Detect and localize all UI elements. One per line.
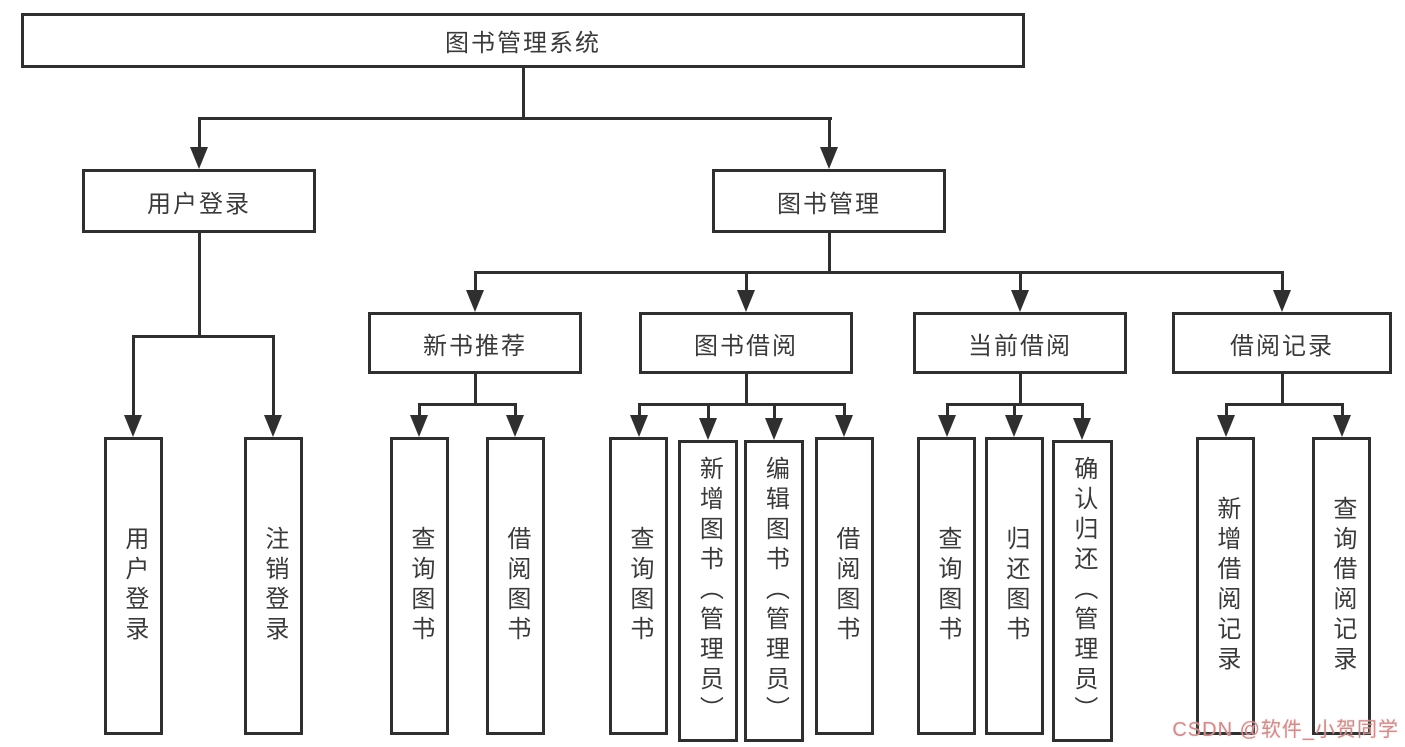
arrowhead-icon <box>506 415 524 437</box>
connector-new-book-split <box>417 403 517 406</box>
leaf-query-books-current: 查询图书 <box>917 437 976 735</box>
csdn-watermark: CSDN @软件_小贺同学 <box>1172 719 1399 741</box>
connector-drop-leaf-logout <box>271 335 275 417</box>
connector-drop-borrow-records <box>1280 271 1284 292</box>
arrowhead-icon <box>1273 290 1291 312</box>
arrowhead-icon <box>124 415 142 437</box>
leaf-edit-book-admin: 编辑图书（管理员） <box>744 440 804 742</box>
connector-drop-current-borrow <box>1018 271 1022 292</box>
connector-root-split <box>197 117 832 120</box>
connector-drop-user-login <box>197 117 201 149</box>
leaf-borrow-books-borrowing: 借阅图书 <box>815 437 874 735</box>
connector-drop <box>772 403 776 418</box>
leaf-query-books-recommend: 查询图书 <box>390 437 449 735</box>
connector-drop <box>945 403 949 417</box>
node-library-management-system: 图书管理系统 <box>21 13 1025 68</box>
connector-borrow-records-stub <box>1280 374 1284 406</box>
connector-drop <box>513 403 517 417</box>
arrowhead-icon <box>737 290 755 312</box>
connector-drop-book-borrow <box>744 271 748 292</box>
leaf-add-borrow-record: 新增借阅记录 <box>1196 437 1255 735</box>
leaf-confirm-return-admin: 确认归还（管理员） <box>1052 440 1113 742</box>
arrowhead-icon <box>410 415 428 437</box>
connector-drop-leaf-user-login <box>131 335 135 417</box>
connector-borrow-records-split <box>1224 403 1344 406</box>
connector-root-stub <box>521 68 525 120</box>
connector-drop <box>1224 403 1228 417</box>
connector-drop-book-management <box>827 117 831 149</box>
connector-drop <box>706 403 710 418</box>
arrowhead-icon <box>466 290 484 312</box>
arrowhead-icon <box>1217 415 1235 437</box>
arrowhead-icon <box>1073 418 1091 440</box>
node-book-management: 图书管理 <box>712 169 946 233</box>
leaf-return-books: 归还图书 <box>985 437 1044 735</box>
connector-book-management-split <box>473 271 1284 274</box>
connector-drop <box>1340 403 1344 417</box>
connector-drop <box>637 403 641 417</box>
connector-drop <box>1080 403 1084 418</box>
node-current-borrowing: 当前借阅 <box>913 312 1127 374</box>
connector-book-borrow-stub <box>744 374 748 406</box>
connector-current-borrow-stub <box>1018 374 1022 406</box>
connector-drop <box>417 403 421 417</box>
arrowhead-icon <box>699 418 717 440</box>
arrowhead-icon <box>630 415 648 437</box>
arrowhead-icon <box>1011 290 1029 312</box>
connector-drop <box>1012 403 1016 417</box>
connector-drop <box>842 403 846 417</box>
node-book-borrowing: 图书借阅 <box>639 312 853 374</box>
arrowhead-icon <box>938 415 956 437</box>
connector-book-management-stub <box>827 233 831 274</box>
arrowhead-icon <box>190 147 208 169</box>
node-user-login: 用户登录 <box>82 169 316 233</box>
arrowhead-icon <box>264 415 282 437</box>
arrowhead-icon <box>765 418 783 440</box>
connector-book-borrow-split <box>637 403 846 406</box>
arrowhead-icon <box>820 147 838 169</box>
leaf-query-books-borrowing: 查询图书 <box>609 437 668 735</box>
leaf-borrow-books-recommend: 借阅图书 <box>486 437 545 735</box>
connector-user-login-stub <box>197 233 201 336</box>
leaf-user-login: 用户登录 <box>104 437 163 735</box>
connector-user-login-split <box>131 335 275 338</box>
leaf-query-borrow-record: 查询借阅记录 <box>1312 437 1371 735</box>
arrowhead-icon <box>1005 415 1023 437</box>
arrowhead-icon <box>835 415 853 437</box>
connector-drop-new-book <box>473 271 477 292</box>
arrowhead-icon <box>1333 415 1351 437</box>
node-new-book-recommendation: 新书推荐 <box>368 312 582 374</box>
connector-new-book-stub <box>473 374 477 406</box>
leaf-add-book-admin: 新增图书（管理员） <box>678 440 738 742</box>
node-borrowing-records: 借阅记录 <box>1172 312 1392 374</box>
leaf-logout: 注销登录 <box>244 437 303 735</box>
